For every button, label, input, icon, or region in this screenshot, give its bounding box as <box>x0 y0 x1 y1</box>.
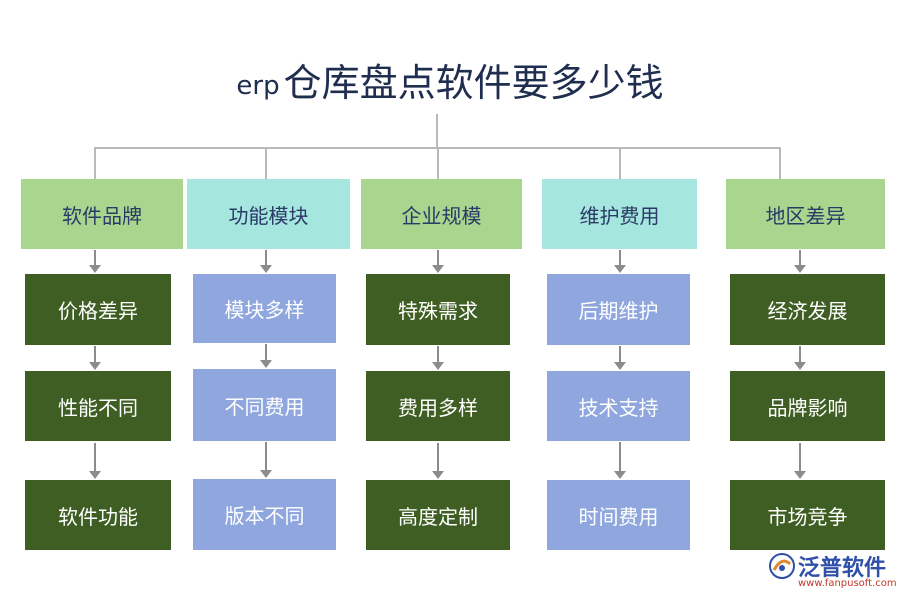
arrow-1-1 <box>89 250 101 273</box>
branch-connector-5 <box>779 147 781 179</box>
item-box-2-3: 版本不同 <box>193 479 336 550</box>
item-box-1-1: 价格差异 <box>25 274 171 345</box>
arrow-4-2 <box>614 346 626 370</box>
item-box-4-1: 后期维护 <box>547 274 690 345</box>
item-box-5-1: 经济发展 <box>730 274 885 345</box>
title-connector <box>436 114 438 148</box>
arrow-3-2 <box>432 346 444 370</box>
branch-connector-3 <box>437 147 439 179</box>
arrow-5-3 <box>794 443 806 479</box>
item-box-4-3: 时间费用 <box>547 480 690 550</box>
title-main: 仓库盘点软件要多少钱 <box>283 61 664 105</box>
arrow-1-3 <box>89 443 101 479</box>
item-box-3-2: 费用多样 <box>366 371 510 441</box>
item-box-1-3: 软件功能 <box>25 480 171 550</box>
arrow-3-3 <box>432 443 444 479</box>
item-box-1-2: 性能不同 <box>25 371 171 441</box>
fanpu-logo-icon <box>769 553 795 579</box>
arrow-2-1 <box>260 250 272 273</box>
item-box-5-2: 品牌影响 <box>730 371 885 441</box>
fanpu-logo: 泛普软件 www.fanpusoft.com <box>764 550 897 594</box>
arrow-2-2 <box>260 344 272 368</box>
header-box-4: 维护费用 <box>542 179 697 249</box>
item-box-2-2: 不同费用 <box>193 369 336 441</box>
item-box-4-2: 技术支持 <box>547 371 690 441</box>
item-box-3-3: 高度定制 <box>366 480 510 550</box>
arrow-5-2 <box>794 346 806 370</box>
title-prefix: erp <box>236 71 280 101</box>
branch-connector-4 <box>619 147 621 179</box>
logo-url: www.fanpusoft.com <box>798 578 897 589</box>
item-box-5-3: 市场竞争 <box>730 480 885 550</box>
header-box-1: 软件品牌 <box>21 179 183 249</box>
arrow-2-3 <box>260 442 272 478</box>
item-box-3-1: 特殊需求 <box>366 274 510 345</box>
header-box-3: 企业规模 <box>361 179 522 249</box>
arrow-1-2 <box>89 346 101 370</box>
arrow-4-3 <box>614 442 626 479</box>
branch-connector-2 <box>265 147 267 179</box>
header-box-2: 功能模块 <box>187 179 350 249</box>
branch-connector-1 <box>94 147 96 179</box>
arrow-5-1 <box>794 250 806 273</box>
arrow-4-1 <box>614 250 626 273</box>
arrow-3-1 <box>432 250 444 273</box>
header-box-5: 地区差异 <box>726 179 885 249</box>
item-box-2-1: 模块多样 <box>193 274 336 343</box>
logo-name: 泛普软件 <box>798 556 887 581</box>
